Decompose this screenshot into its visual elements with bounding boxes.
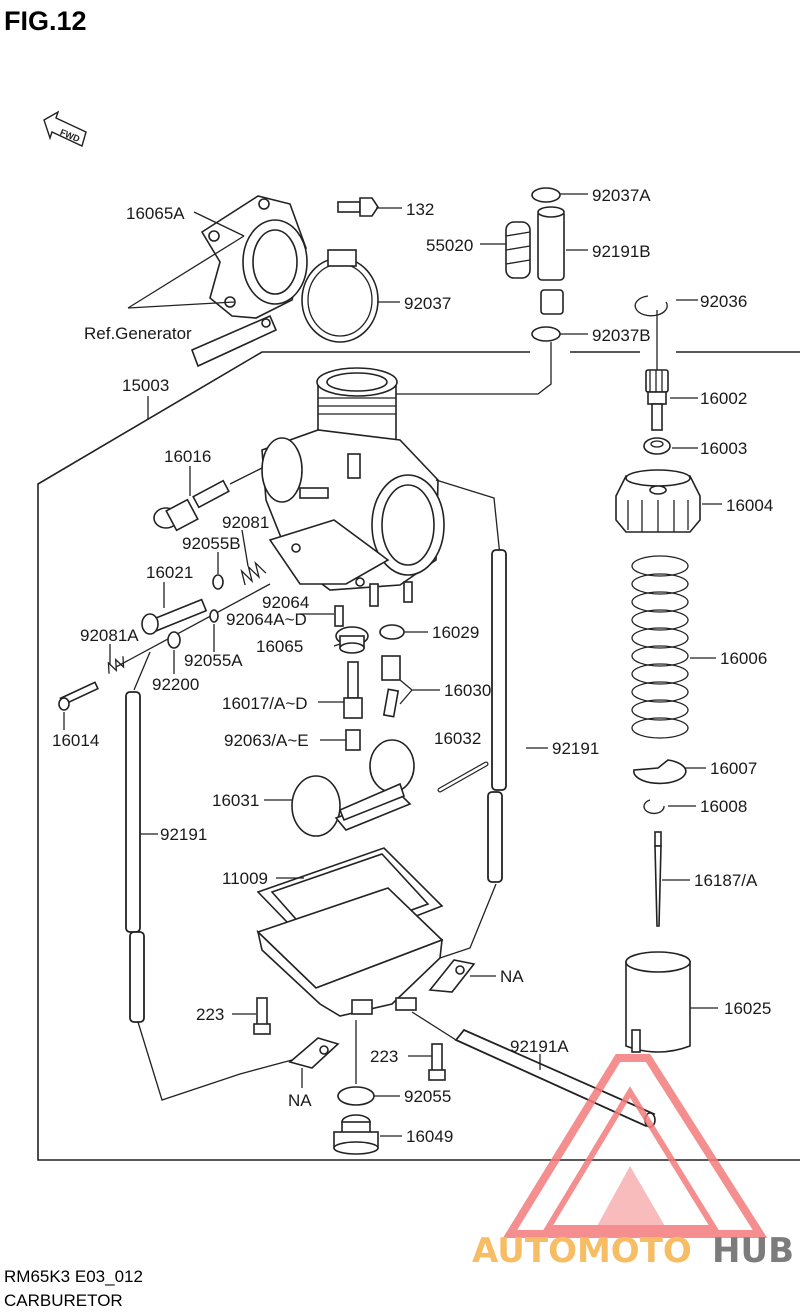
callout-15003: 15003 — [122, 376, 169, 395]
callout-55020: 55020 — [426, 236, 473, 255]
spring-92081 — [240, 560, 267, 586]
callout-16007: 16007 — [710, 759, 757, 778]
section-name: CARBURETOR — [4, 1291, 123, 1310]
spring-92081A — [107, 656, 125, 674]
callout-16014: 16014 — [52, 731, 99, 750]
callout-16003: 16003 — [700, 439, 747, 458]
callout-92037B: 92037B — [592, 326, 651, 345]
callout-11009: 11009 — [222, 869, 268, 888]
triangle-logo-icon — [502, 1054, 768, 1238]
callout-na-right: NA — [500, 967, 524, 986]
pin-92064 — [334, 605, 344, 627]
tube-92191B — [537, 206, 565, 315]
watermark-brand-part2: HUB — [712, 1231, 794, 1271]
callout-16016: 16016 — [164, 447, 211, 466]
nut-16003 — [643, 437, 671, 455]
choke-knob-16016 — [153, 479, 230, 532]
spring-16006 — [631, 555, 689, 739]
callout-16031: 16031 — [212, 791, 259, 810]
leader-lines — [63, 193, 722, 1137]
figure-title: FIG.12 — [4, 6, 87, 36]
assembly-frame — [37, 351, 800, 1161]
jet-92063 — [345, 729, 361, 751]
washer-92200 — [167, 631, 181, 649]
throttle-slide-16025 — [625, 951, 691, 1053]
callout-92191A: 92191A — [510, 1037, 569, 1056]
bolt-132 — [337, 197, 379, 217]
clip-92037A — [531, 187, 561, 203]
callout-16030: 16030 — [444, 681, 491, 700]
callout-223-upper: 223 — [196, 1005, 224, 1024]
screw-223-lower — [428, 1043, 446, 1081]
oring-92055A — [209, 609, 219, 623]
callout-16065A: 16065A — [126, 204, 185, 223]
callout-223-lower: 223 — [370, 1047, 398, 1066]
tube-92191-left — [125, 651, 293, 1101]
callout-92064: 92064 — [262, 593, 309, 612]
ref-generator-bracket — [190, 314, 278, 368]
retainer-16007 — [633, 759, 687, 785]
jet-holder-16065 — [335, 626, 369, 654]
adjuster-16002 — [645, 369, 669, 431]
callout-16006: 16006 — [720, 649, 767, 668]
callout-16049: 16049 — [406, 1127, 453, 1146]
callout-ref-generator: Ref.Generator — [84, 324, 192, 343]
callout-92191-left: 92191 — [160, 825, 207, 844]
watermark: AUTOMOTO HUB — [472, 1054, 794, 1271]
tube-92191-right — [435, 479, 507, 959]
carburetor-body-15003 — [261, 367, 445, 607]
callout-16065: 16065 — [256, 637, 303, 656]
callout-16017A-D: 16017/A~D — [222, 694, 308, 713]
callout-92037A: 92037A — [592, 186, 651, 205]
callout-92081A: 92081A — [80, 626, 139, 645]
callout-92200: 92200 — [152, 675, 199, 694]
callout-92081: 92081 — [222, 513, 269, 532]
clip-16008 — [643, 799, 665, 815]
drain-plug-16049 — [333, 1114, 379, 1155]
callout-na-left: NA — [288, 1091, 312, 1110]
float-16031 — [291, 739, 415, 837]
callout-92064A-D: 92064A~D — [226, 610, 307, 629]
callout-16008: 16008 — [700, 797, 747, 816]
clamp-92037 — [301, 249, 379, 343]
cap-16004 — [615, 469, 701, 533]
washer-16029 — [379, 624, 405, 640]
intake-pipe-16065A — [200, 195, 308, 319]
callout-92055A: 92055A — [184, 651, 243, 670]
screw-223-upper — [253, 997, 271, 1035]
screw-16021 — [141, 598, 208, 635]
callout-92191B: 92191B — [592, 242, 651, 261]
callout-16025: 16025 — [724, 999, 771, 1018]
clip-92037B — [531, 326, 561, 342]
callout-92191-right: 92191 — [552, 739, 599, 758]
callout-16029: 16029 — [432, 623, 479, 642]
sleeve-55020 — [505, 221, 531, 279]
callout-132: 132 — [406, 200, 434, 219]
float-bowl — [256, 887, 476, 1069]
fwd-arrow-icon: FWD — [43, 110, 87, 147]
callout-92055B: 92055B — [182, 534, 241, 553]
circlip-92036 — [634, 295, 668, 317]
float-valve-16030 — [381, 655, 401, 718]
callout-92055: 92055 — [404, 1087, 451, 1106]
callout-16002: 16002 — [700, 389, 747, 408]
callout-92036: 92036 — [700, 292, 747, 311]
watermark-brand-part1: AUTOMOTO — [472, 1231, 692, 1271]
callout-16021: 16021 — [146, 563, 193, 582]
callout-16004: 16004 — [726, 496, 773, 515]
callout-16187A: 16187/A — [694, 871, 758, 890]
needle-16187 — [654, 831, 662, 927]
screw-16014 — [58, 681, 99, 711]
needle-jet-16017 — [343, 661, 363, 719]
callout-92063A-E: 92063/A~E — [224, 731, 309, 750]
callout-16032: 16032 — [434, 729, 481, 748]
oring-92055 — [337, 1086, 375, 1106]
model-code: RM65K3 E03_012 — [4, 1267, 143, 1286]
callout-92037: 92037 — [404, 294, 451, 313]
oring-92055B — [212, 574, 224, 590]
